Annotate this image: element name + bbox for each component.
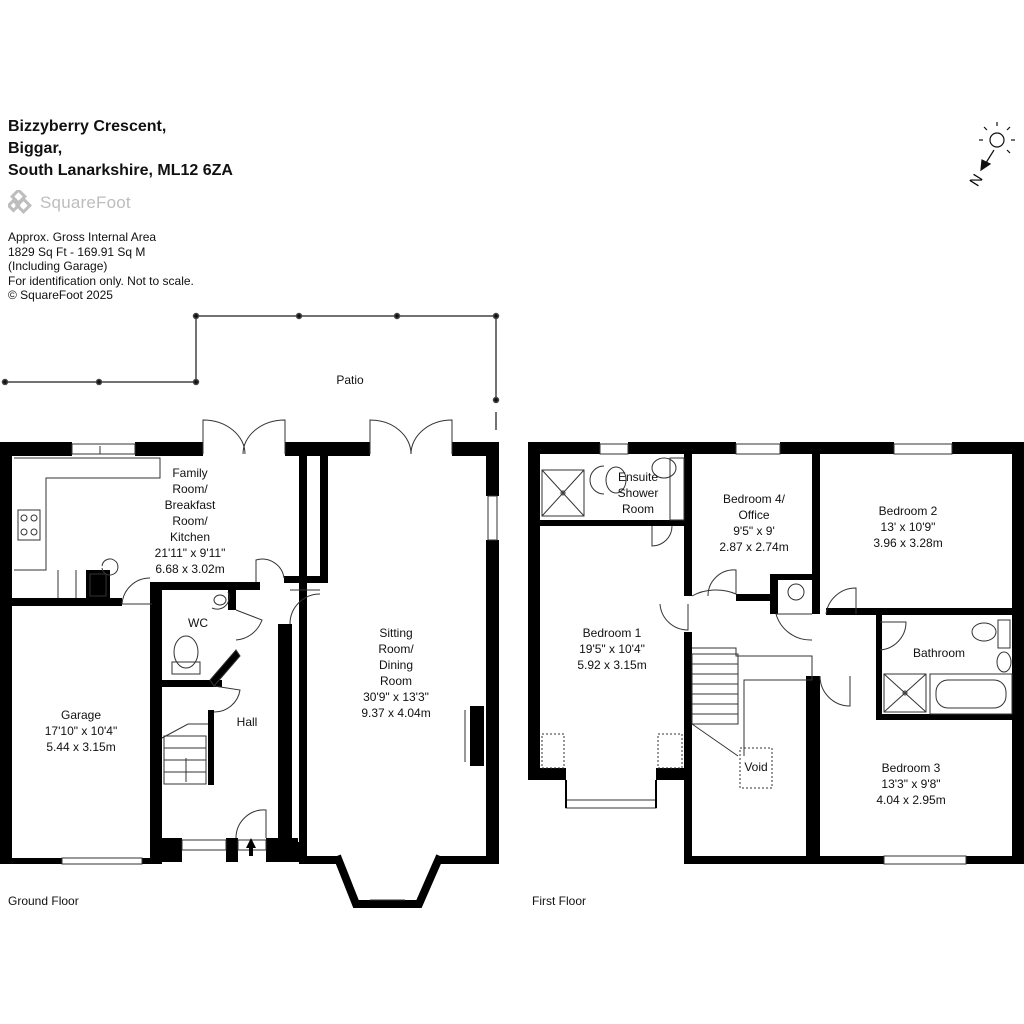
room-sitting-imperial: 30'9" x 13'3" (363, 690, 429, 704)
area-info-line-1: Approx. Gross Internal Area (8, 230, 157, 244)
room-bed3-name: Bedroom 3 (882, 761, 941, 775)
address-line-1: Bizzyberry Crescent, (8, 118, 167, 135)
room-hall-name: Hall (237, 715, 258, 729)
room-ensuite-name-2: Shower (618, 486, 659, 500)
room-garage-imperial: 17'10" x 10'4" (45, 724, 118, 738)
room-bed4-metric: 2.87 x 2.74m (719, 540, 788, 554)
room-sitting-name-1: Sitting (379, 626, 412, 640)
room-family-metric: 6.68 x 3.02m (155, 562, 224, 576)
room-labels: Patio Family Room/ Breakfast Room/ Kitch… (8, 373, 965, 908)
ground-floor-fixtures (14, 419, 498, 908)
room-bed2-metric: 3.96 x 3.28m (873, 536, 942, 550)
room-bed1-name: Bedroom 1 (583, 626, 642, 640)
compass-north-label: N (966, 171, 986, 189)
room-sitting-name-3: Dining (379, 658, 413, 672)
room-bed2-name: Bedroom 2 (879, 504, 938, 518)
brand-logo: SquareFoot (8, 190, 131, 216)
room-family-name-3: Breakfast (165, 498, 216, 512)
area-info-line-2: 1829 Sq Ft - 169.91 Sq M (8, 244, 146, 259)
first-floor-label: First Floor (532, 894, 586, 908)
area-info: Approx. Gross Internal Area 1829 Sq Ft -… (8, 230, 194, 303)
room-family-name-5: Kitchen (170, 530, 210, 544)
first-floor-fixtures (541, 443, 1013, 865)
first-floor-walls (528, 442, 1024, 864)
room-garage-name: Garage (61, 708, 101, 722)
area-info-line-4: For identification only. Not to scale. (8, 273, 194, 288)
room-family-name-4: Room/ (172, 514, 208, 528)
sun-compass-icon (979, 122, 1015, 172)
room-sitting-name-2: Room/ (378, 642, 414, 656)
room-bed1-imperial: 19'5" x 10'4" (579, 642, 645, 656)
room-bed1-metric: 5.92 x 3.15m (577, 658, 646, 672)
room-bed4-imperial: 9'5" x 9' (733, 524, 775, 538)
ground-floor-label: Ground Floor (8, 894, 79, 908)
area-info-line-3: (Including Garage) (8, 259, 108, 274)
squarefoot-logo-icon (8, 190, 32, 214)
entrance-arrow-icon (246, 838, 256, 856)
room-ensuite-name-3: Room (622, 502, 654, 516)
room-bed4-name-2: Office (738, 508, 769, 522)
room-bathroom-name: Bathroom (913, 646, 965, 660)
room-family-imperial: 21'11" x 9'11" (155, 546, 226, 560)
room-family-name-1: Family (172, 466, 207, 480)
room-sitting-metric: 9.37 x 4.04m (361, 706, 430, 720)
room-patio-name: Patio (336, 373, 364, 387)
address-block: Bizzyberry Crescent, Biggar, South Lanar… (8, 116, 233, 182)
room-sitting-name-4: Room (380, 674, 412, 688)
address-line-2: Biggar, (8, 140, 63, 157)
room-bed3-imperial: 13'3" x 9'8" (881, 777, 940, 791)
room-family-name-2: Room/ (172, 482, 208, 496)
room-bed2-imperial: 13' x 10'9" (881, 520, 936, 534)
room-wc-name: WC (188, 616, 208, 630)
brand-name: SquareFoot (40, 193, 131, 212)
room-garage-metric: 5.44 x 3.15m (46, 740, 115, 754)
address-line-3: South Lanarkshire, ML12 6ZA (8, 162, 233, 179)
area-info-line-5: © SquareFoot 2025 (8, 288, 113, 303)
room-ensuite-name-1: Ensuite (618, 470, 658, 484)
ground-floor-walls (0, 442, 499, 864)
room-void-name: Void (744, 760, 767, 774)
room-bed4-name-1: Bedroom 4/ (723, 492, 786, 506)
patio-railing (1, 312, 500, 430)
room-bed3-metric: 4.04 x 2.95m (876, 793, 945, 807)
